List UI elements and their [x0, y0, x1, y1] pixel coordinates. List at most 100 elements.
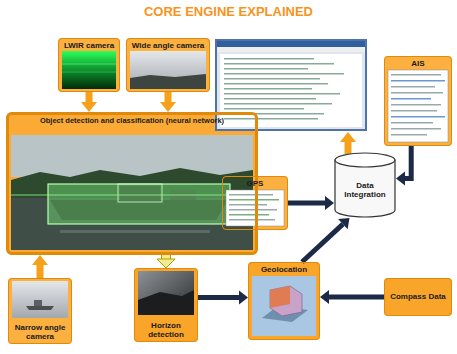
text-line	[391, 122, 433, 124]
thermal-image	[62, 51, 116, 89]
connector-line	[37, 265, 44, 278]
horizon-silhouette	[138, 290, 194, 315]
text-line	[224, 83, 328, 85]
node-label: GPS	[226, 179, 284, 188]
text-line	[224, 93, 340, 95]
box-fill	[58, 38, 120, 92]
process-box: Horizon detection	[134, 268, 198, 342]
connector-line	[165, 92, 172, 102]
node-label: Geolocation	[252, 265, 316, 274]
camera-cube	[270, 286, 290, 308]
detection-box	[118, 184, 162, 202]
shore-silhouette	[130, 74, 206, 89]
text-line	[229, 199, 279, 201]
text-line	[224, 68, 308, 70]
connector-line	[329, 295, 384, 300]
camera-box: Narrow angle camera	[8, 278, 72, 344]
box-fill	[248, 262, 320, 340]
horizon-line	[11, 195, 253, 196]
connector-arrow	[288, 196, 334, 210]
arrow-head	[396, 171, 405, 185]
arrow-head	[160, 102, 176, 112]
node-label: Narrow angle camera	[12, 323, 68, 341]
connector-outline	[161, 255, 171, 259]
window-content	[220, 54, 362, 127]
text-line	[229, 204, 267, 206]
window-menubar	[217, 47, 365, 52]
thermal-line	[62, 64, 116, 65]
connector-arrow	[302, 218, 350, 262]
arrow-head	[239, 291, 248, 305]
node-label: Object detection and classification (neu…	[12, 117, 252, 126]
arrow-head	[81, 102, 97, 112]
text-line	[224, 78, 320, 80]
thermal-line	[62, 72, 116, 73]
connector-arrow	[81, 92, 97, 112]
box-fill	[126, 38, 210, 92]
text-line	[391, 92, 443, 94]
geolocation-image	[252, 276, 316, 336]
ais-screenshot	[388, 70, 448, 142]
text-line	[224, 88, 312, 90]
camera-cube	[270, 286, 302, 316]
text-line	[391, 134, 427, 136]
connector-line	[86, 92, 93, 102]
box-fill	[134, 268, 198, 342]
connector-arrow	[32, 255, 48, 278]
text-line	[224, 103, 332, 105]
text-line	[224, 73, 344, 75]
horizon-image	[138, 271, 194, 315]
text-line	[391, 80, 445, 82]
source-box: Compass Data	[384, 278, 452, 316]
window-titlebar	[217, 41, 365, 47]
detection-box	[48, 184, 230, 224]
ship-silhouette	[34, 300, 42, 306]
camera-image	[130, 51, 206, 89]
text-line	[391, 104, 441, 106]
text-line	[229, 194, 273, 196]
process-box: Object detection and classification (neu…	[6, 112, 258, 255]
log-lines	[224, 58, 344, 120]
arrow-head	[157, 259, 175, 268]
box-fill	[6, 112, 258, 255]
output-arrow-shaft	[345, 141, 352, 154]
box-fill	[384, 56, 452, 146]
text-line	[391, 110, 437, 112]
source-box: AIS	[384, 56, 452, 146]
connector-line	[288, 201, 325, 206]
node-label: LWIR camera	[62, 41, 116, 50]
output-arrow-head	[340, 132, 356, 142]
text-line	[229, 219, 275, 221]
connector-line	[162, 255, 170, 259]
node-label: Horizon detection	[138, 321, 194, 339]
connector-arrow	[320, 290, 384, 304]
diagram-title: CORE ENGINE EXPLAINED	[0, 4, 457, 19]
reflection	[60, 230, 210, 233]
text-line	[391, 86, 435, 88]
gps-screenshot	[226, 190, 284, 226]
sky	[11, 135, 253, 177]
connector-arrow	[396, 146, 411, 185]
connector-line	[405, 146, 411, 178]
arrow-head	[338, 218, 349, 229]
text-line	[391, 98, 431, 100]
connector-arrow	[157, 255, 175, 268]
ship-silhouette	[26, 306, 54, 310]
source-box: GPS	[222, 176, 288, 230]
node-label: Wide angle camera	[130, 41, 206, 50]
node-label: Compass Data	[388, 292, 448, 301]
cylinder-top	[335, 153, 395, 167]
node-label: AIS	[388, 59, 448, 68]
camera-box: Wide angle camera	[126, 38, 210, 92]
connector-line	[302, 224, 343, 262]
text-line	[391, 74, 441, 76]
arrow-head	[320, 290, 329, 304]
text-line	[229, 214, 269, 216]
text-line	[224, 108, 304, 110]
arrow-head	[32, 255, 48, 265]
text-line	[224, 118, 318, 120]
connector-arrow	[198, 291, 248, 305]
box-fill	[384, 278, 452, 316]
camera-box: LWIR camera	[58, 38, 120, 92]
